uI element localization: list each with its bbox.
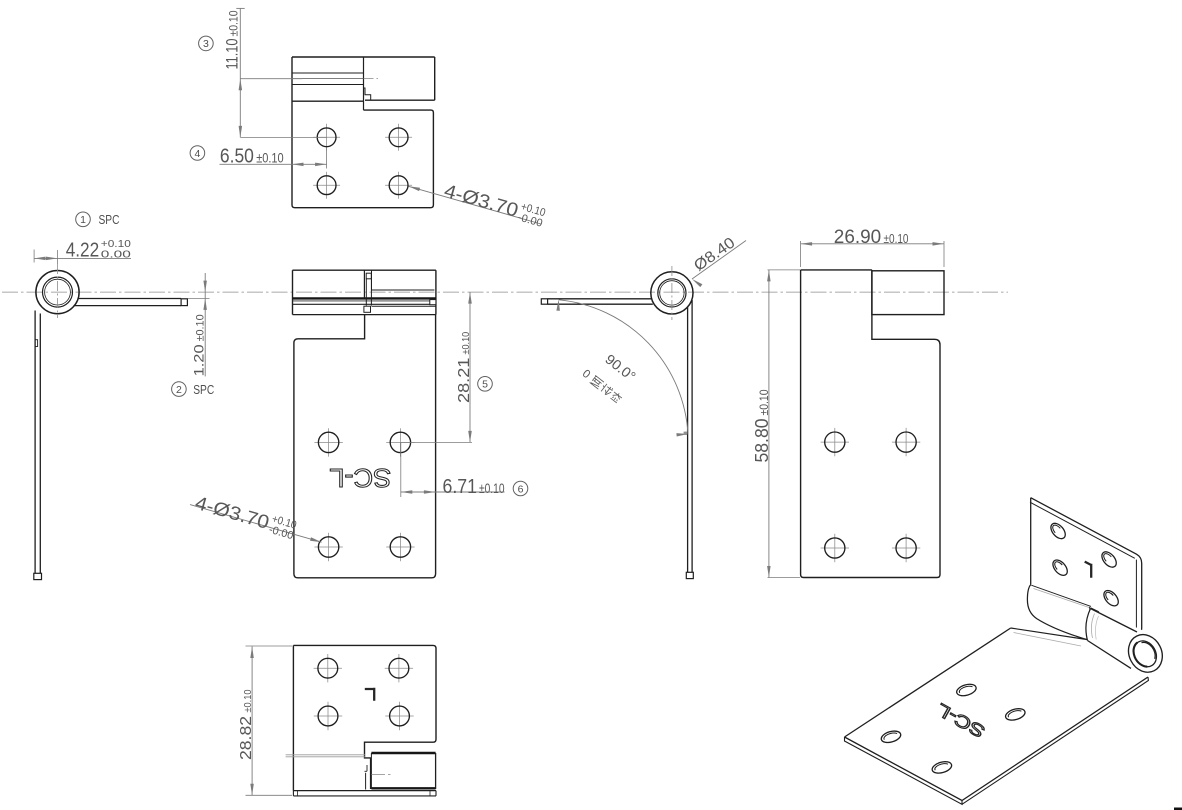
svg-text:28.82: 28.82: [238, 716, 255, 760]
svg-text:±0.10: ±0.10: [256, 151, 284, 166]
svg-text:Ø8.40: Ø8.40: [691, 234, 739, 275]
svg-text:90.0°: 90.0°: [602, 351, 639, 385]
svg-text:2: 2: [176, 384, 182, 396]
svg-text:±0.10: ±0.10: [227, 10, 241, 36]
svg-text:6.71: 6.71: [443, 476, 478, 498]
svg-text:5: 5: [482, 379, 488, 391]
svg-text:4-Ø3.70: 4-Ø3.70: [193, 493, 272, 534]
svg-text:±0.10: ±0.10: [479, 481, 505, 496]
svg-text:28.21: 28.21: [456, 358, 473, 403]
svg-text:0: 0: [580, 368, 592, 381]
svg-text:6: 6: [518, 483, 524, 495]
svg-text:±0.10: ±0.10: [242, 689, 254, 712]
svg-text:+0.10: +0.10: [101, 238, 131, 250]
svg-text:±0.10: ±0.10: [759, 390, 771, 416]
svg-text:6.50: 6.50: [220, 146, 254, 168]
svg-text:26.90: 26.90: [834, 227, 881, 248]
svg-text:±0.10: ±0.10: [195, 314, 207, 341]
svg-text:0.00: 0.00: [101, 248, 131, 260]
svg-text:±0.10: ±0.10: [884, 231, 909, 246]
svg-text:4.22: 4.22: [66, 239, 100, 261]
svg-text:58.80: 58.80: [751, 419, 772, 463]
svg-text:4: 4: [194, 148, 200, 160]
svg-text:1.20: 1.20: [191, 344, 207, 376]
svg-text:3: 3: [203, 38, 209, 50]
svg-text:±0.10: ±0.10: [460, 332, 472, 355]
svg-text:SPC: SPC: [193, 383, 214, 397]
svg-text:SPC: SPC: [99, 213, 120, 227]
svg-text:4-Ø3.70: 4-Ø3.70: [442, 181, 521, 222]
svg-text:11.10: 11.10: [224, 39, 242, 70]
svg-text:1: 1: [80, 214, 86, 226]
svg-text:SC-L: SC-L: [329, 463, 391, 493]
